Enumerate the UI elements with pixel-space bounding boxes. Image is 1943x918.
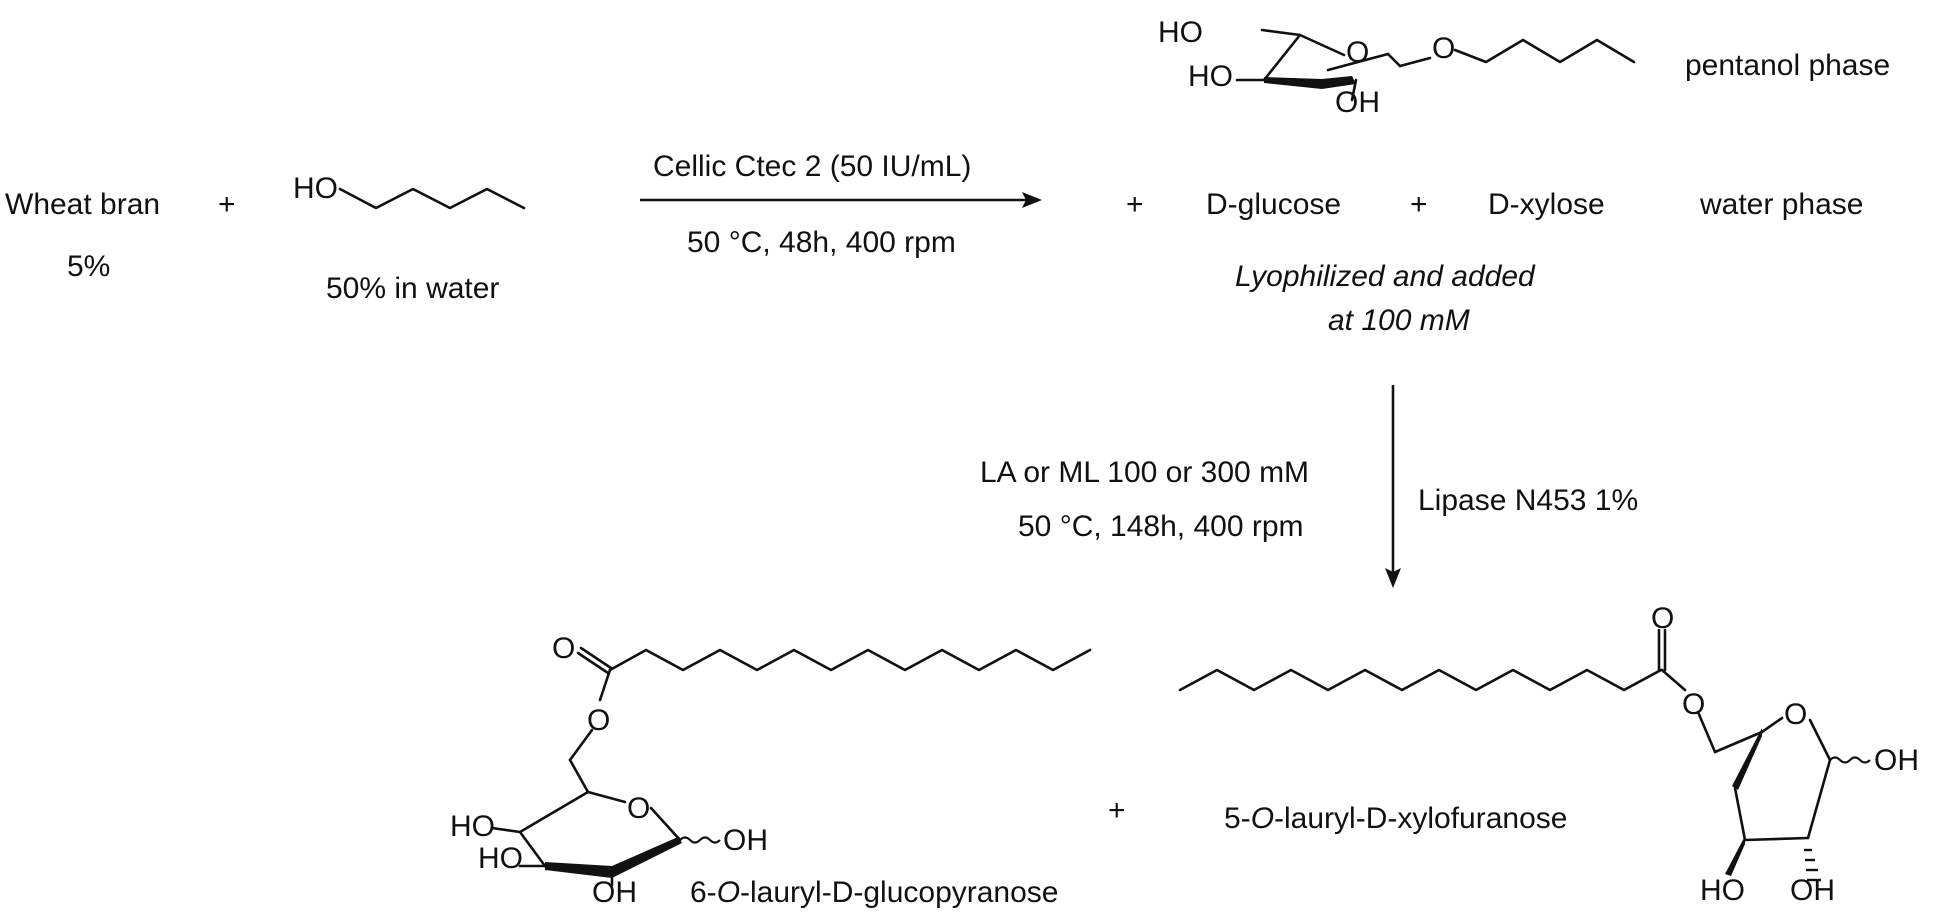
pentanol-ho-label: HO <box>293 172 338 205</box>
plus-sign-3: + <box>1410 188 1428 221</box>
glucose-ester-oh-bottom: OH <box>592 876 637 909</box>
lyophilized-note-line2: at 100 mM <box>1328 304 1470 337</box>
glucose-ester-ring-o: O <box>627 792 650 825</box>
pentanol-amount: 50% in water <box>326 272 499 305</box>
glucose-ester-carbonyl-o: O <box>552 632 575 665</box>
glucose-ester-oh-anomeric: OH <box>723 824 768 857</box>
d-glucose-label: D-glucose <box>1206 188 1341 221</box>
xyloside-ho-label-2: HO <box>1188 60 1233 93</box>
pentanol-phase-label: pentanol phase <box>1685 49 1890 82</box>
step1-arrow <box>640 192 1042 208</box>
xylose-ester-name: 5-O-lauryl-D-xylofuranose <box>1224 802 1567 835</box>
plus-sign-1: + <box>218 188 236 221</box>
glucose-ester-ho-1: HO <box>450 810 495 843</box>
xyloside-ho-label-1: HO <box>1158 16 1203 49</box>
glucose-ester-name-suffix: -lauryl-D-glucopyranose <box>740 876 1058 909</box>
glucose-ester-name-italic: O <box>717 876 740 909</box>
step2-acyl-donor: LA or ML 100 or 300 mM <box>980 456 1309 489</box>
xylose-ester-name-prefix: 5- <box>1224 802 1251 835</box>
wheat-bran-amount: 5% <box>67 250 110 283</box>
pentanol-chain <box>338 187 526 210</box>
pentyl-chain <box>1453 38 1636 64</box>
step2-arrow <box>1385 385 1401 588</box>
step1-conditions: 50 °C, 48h, 400 rpm <box>687 226 956 259</box>
glucose-ester-ester-o: O <box>587 704 610 737</box>
xylose-ester-oh-anomeric: OH <box>1874 744 1919 777</box>
xylose-ester-ho-bottom: HO <box>1700 874 1745 907</box>
xylose-ester-ring-o: O <box>1784 698 1807 731</box>
xyloside-ring-o: O <box>1346 36 1369 69</box>
step2-catalyst: Lipase N453 1% <box>1418 484 1638 517</box>
wheat-bran-label: Wheat bran <box>5 188 160 221</box>
d-xylose-label: D-xylose <box>1488 188 1605 221</box>
glucose-ester-name: 6-O-lauryl-D-glucopyranose <box>690 876 1059 909</box>
glucose-ester-structure: O O O HO HO OH OH <box>450 632 1092 909</box>
glucose-ester-name-prefix: 6- <box>690 876 717 909</box>
xylose-ester-ester-o: O <box>1682 688 1705 721</box>
xylose-ester-name-suffix: -lauryl-D-xylofuranose <box>1274 802 1567 835</box>
plus-sign-4: + <box>1108 794 1126 827</box>
step1-reagent: Cellic Ctec 2 (50 IU/mL) <box>653 150 971 183</box>
water-phase-label: water phase <box>1699 188 1863 221</box>
xylose-ester-oh-bottom: OH <box>1790 874 1835 907</box>
plus-sign-2: + <box>1126 188 1144 221</box>
xylose-ester-carbonyl-o: O <box>1651 602 1674 635</box>
pentanol-structure: HO <box>293 172 526 210</box>
xyloside-ether-o: O <box>1432 32 1455 65</box>
xylose-ester-name-italic: O <box>1251 802 1274 835</box>
xyloside-oh-label: OH <box>1335 86 1380 119</box>
pentyl-xyloside-structure: HO HO OH O O <box>1158 16 1636 119</box>
glucose-ester-ho-2: HO <box>478 842 523 875</box>
xylose-ester-structure: O O O OH HO OH <box>1178 602 1919 907</box>
step2-conditions: 50 °C, 148h, 400 rpm <box>1018 510 1304 543</box>
lyophilized-note-line1: Lyophilized and added <box>1235 260 1536 293</box>
